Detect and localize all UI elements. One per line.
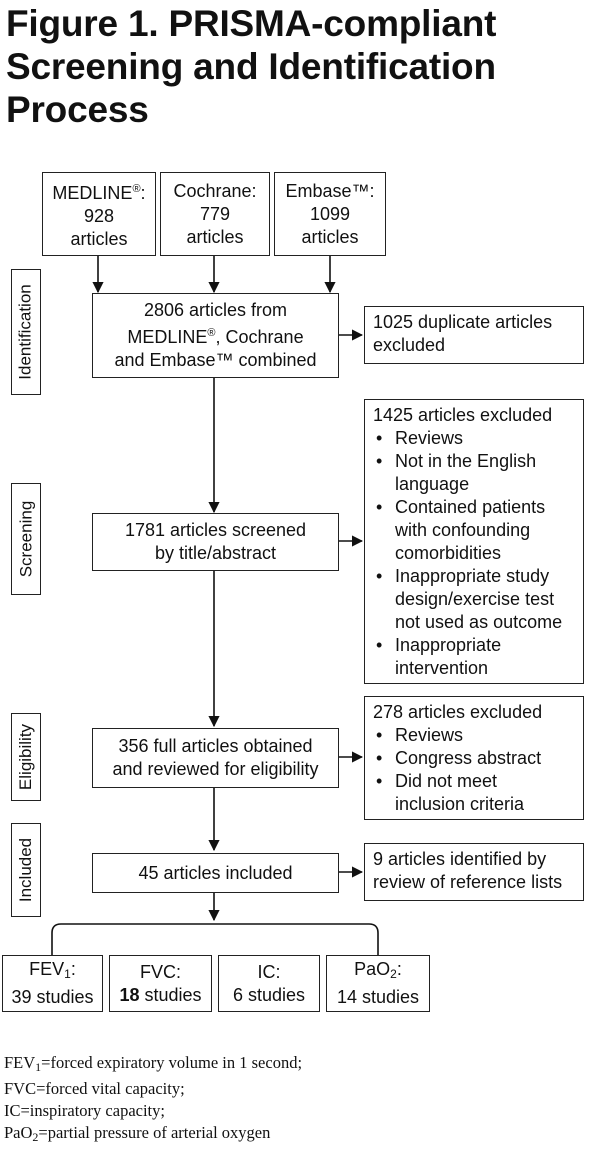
duplicates-excluded-box: 1025 duplicate articles excluded [364, 306, 584, 364]
box-line: 2806 articles from [143, 300, 288, 320]
eligibility-excluded-box: 278 articles excluded Reviews Congress a… [364, 696, 584, 820]
exclusion-reason: Reviews [373, 724, 575, 747]
outcome-box-fvc: FVC: 18 studies [109, 955, 212, 1012]
box-line: review of reference lists [373, 872, 563, 892]
source-box-cochrane: Cochrane: 779 articles [160, 172, 270, 256]
figure-title-line: Process [6, 89, 149, 130]
outcome-subscript: 1 [64, 967, 71, 981]
box-line: 9 articles identified by [373, 849, 547, 869]
box-line: 45 articles included [138, 862, 293, 883]
outcome-unit: studies [36, 987, 94, 1007]
stage-label-screening: Screening [11, 483, 41, 595]
figure-title-line: Figure 1. PRISMA-compliant [6, 3, 497, 44]
outcome-count: 14 [336, 987, 357, 1007]
outcome-name: IC: [257, 961, 281, 982]
outcome-bracket [51, 923, 379, 955]
source-name: MEDLINE [52, 182, 133, 203]
box-line: by title/abstract [154, 543, 277, 563]
source-count: 779 [199, 203, 231, 224]
outcome-unit: studies [144, 984, 202, 1005]
screening-excluded-box: 1425 articles excluded Reviews Not in th… [364, 399, 584, 684]
footnote: PaO2=partial pressure of arterial oxygen [4, 1123, 271, 1144]
outcome-suffix: : [70, 959, 76, 979]
box-line: and reviewed for eligibility [112, 759, 319, 779]
excluded-heading: 278 articles excluded [373, 702, 543, 722]
combined-articles-box: 2806 articles from MEDLINE®, Cochrane an… [92, 293, 339, 378]
source-name: Cochrane: [173, 180, 257, 201]
outcome-unit: studies [362, 987, 420, 1007]
included-articles-box: 45 articles included [92, 853, 339, 893]
box-line: 1781 articles screened [124, 520, 307, 540]
excluded-heading: 1425 articles excluded [373, 405, 553, 425]
box-line: , Cochrane [215, 327, 304, 347]
outcome-subscript: 2 [390, 967, 397, 981]
stage-label-identification: Identification [11, 269, 41, 395]
screened-articles-box: 1781 articles screened by title/abstract [92, 513, 339, 571]
footnote: IC=inspiratory capacity; [4, 1101, 165, 1120]
source-name: Embase™: [285, 180, 375, 201]
source-unit: articles [70, 228, 128, 249]
box-line: MEDLINE [127, 327, 208, 347]
source-unit: articles [301, 226, 359, 247]
registered-mark: ® [207, 327, 216, 339]
exclusion-reasons-list: Reviews Congress abstract Did not meetin… [373, 724, 575, 816]
registered-mark: ® [132, 182, 141, 195]
outcome-box-fev1: FEV1: 39 studies [2, 955, 103, 1012]
outcome-name: FVC: [139, 961, 181, 982]
footnote: FEV1=forced expiratory volume in 1 secon… [4, 1053, 303, 1074]
outcome-unit: studies [247, 984, 306, 1005]
box-line: 356 full articles obtained [118, 736, 313, 756]
exclusion-reason: Reviews [373, 427, 575, 450]
stage-label-eligibility: Eligibility [11, 713, 41, 801]
stage-label-included: Included [11, 823, 41, 917]
outcome-count: 18 [119, 984, 140, 1005]
outcome-suffix: : [396, 959, 402, 979]
source-box-medline: MEDLINE®: 928 articles [42, 172, 156, 256]
outcome-name: PaO [354, 959, 391, 979]
footnote: FVC=forced vital capacity; [4, 1079, 185, 1098]
full-articles-box: 356 full articles obtained and reviewed … [92, 728, 339, 788]
box-line: excluded [373, 335, 446, 355]
source-count: 1099 [309, 203, 351, 224]
outcome-name: FEV [29, 959, 65, 979]
source-count: 928 [83, 205, 115, 226]
source-unit: articles [186, 226, 244, 247]
figure-title-line: Screening and Identification [6, 46, 496, 87]
reference-lists-box: 9 articles identified by review of refer… [364, 843, 584, 901]
figure-title: Figure 1. PRISMA-compliant Screening and… [6, 2, 596, 131]
outcome-count: 6 [232, 984, 243, 1005]
outcome-box-ic: IC: 6 studies [218, 955, 320, 1012]
exclusion-reason: Congress abstract [373, 747, 575, 770]
source-box-embase: Embase™: 1099 articles [274, 172, 386, 256]
abbreviation-footnotes: FEV1=forced expiratory volume in 1 secon… [4, 1052, 594, 1148]
outcome-count: 39 [11, 987, 32, 1007]
box-line: and Embase™ combined [114, 350, 317, 370]
outcome-box-pao2: PaO2: 14 studies [326, 955, 430, 1012]
source-suffix: : [140, 182, 146, 203]
box-line: 1025 duplicate articles [373, 312, 553, 332]
